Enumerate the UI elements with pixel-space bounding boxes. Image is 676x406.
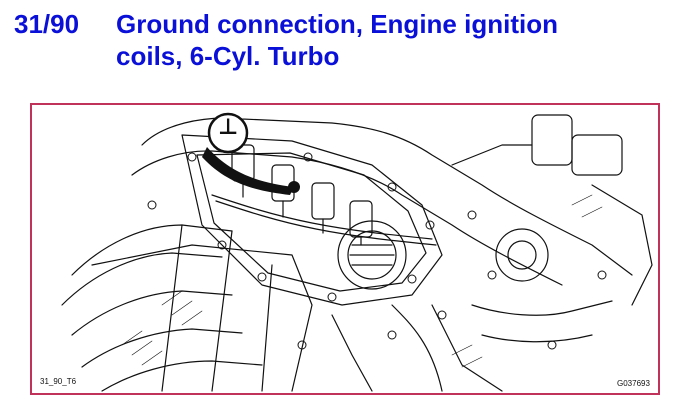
section-code: 31/90 (14, 9, 80, 39)
title-line-2: coils, 6-Cyl. Turbo (116, 41, 340, 71)
engine-illustration (61, 112, 653, 392)
title-line-1: Ground connection, Engine ignition (116, 9, 558, 39)
ground-icon: ⊥ (217, 115, 239, 140)
ground-callout (202, 112, 300, 195)
figure-ref-left: 31_90_T6 (40, 377, 77, 386)
heading: 31/90 Ground connection, Engine ignition… (0, 0, 676, 90)
page-title: Ground connection, Engine ignition coils… (116, 8, 558, 72)
engine-illustration-frame: ⊥ 31_90_T6 G037693 (30, 103, 660, 395)
figure-ref-right: G037693 (617, 379, 650, 388)
